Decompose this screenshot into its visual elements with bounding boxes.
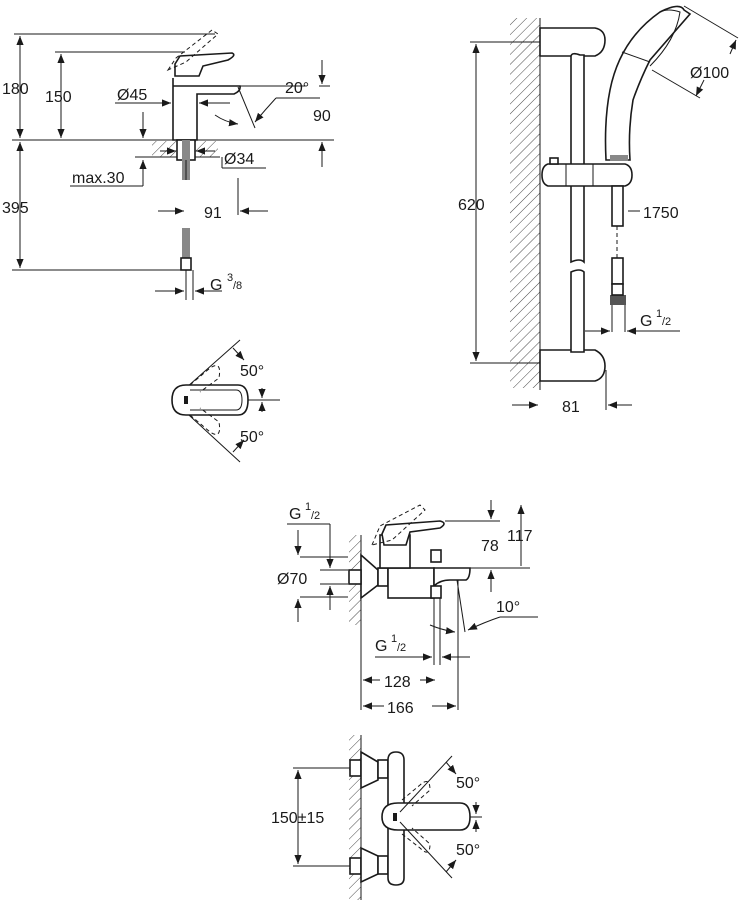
shower-rail-side-view [470, 5, 739, 410]
dim-head-diameter: Ø100 [690, 65, 729, 82]
wall-hatch [510, 18, 540, 388]
dim-total-height: 180 [2, 81, 29, 98]
bath-mixer-top-labels: 150±15 50° 50° [271, 775, 480, 859]
dim-below-deck: 395 [2, 200, 29, 217]
angle-up-label-bath: 50° [456, 775, 480, 792]
bath-mixer-labels: G 1 /2 Ø70 117 78 10° G 1 /2 128 166 [277, 501, 533, 717]
dim-connection-sup: 3 [227, 272, 233, 284]
dim-inlet-sup: 1 [305, 501, 311, 513]
dim-spout-angle: 20° [285, 80, 309, 97]
dim-rail-length: 620 [458, 197, 485, 214]
mixer-body [172, 78, 241, 141]
dim-inlet-connection: G [289, 506, 301, 523]
dim-wall-offset: 81 [562, 399, 580, 416]
dim-outlet-reach: 128 [384, 674, 411, 691]
bath-mixer-top-view [293, 735, 482, 900]
dim-lever-height: 117 [507, 528, 533, 545]
dim-spout-height: 150 [45, 89, 72, 106]
dim-reach: 91 [204, 205, 222, 222]
dim-inlet-sub: /2 [311, 510, 320, 522]
dim-spout-projection: 90 [313, 108, 331, 125]
dim-shower-connection-sub: /2 [662, 316, 671, 328]
shower-rail-labels: 620 Ø100 1750 G 1 /2 81 [458, 65, 729, 416]
dim-escutcheon-diameter: Ø70 [277, 571, 307, 588]
dim-max-deck: max.30 [72, 170, 125, 187]
bath-mixer-side-view [287, 500, 538, 710]
rail-slider [541, 163, 633, 187]
dim-spout-angle-bath: 10° [496, 599, 520, 616]
basin-mixer-labels: 180 150 Ø45 20° 90 Ø34 max.30 395 91 G 3… [2, 80, 331, 294]
dim-connection: G [210, 277, 222, 294]
dim-shower-connection-sup: 1 [656, 308, 662, 320]
dim-connection-sub: /8 [233, 280, 242, 292]
dim-body-diameter: Ø45 [117, 87, 147, 104]
dim-shank-diameter: Ø34 [224, 151, 254, 168]
dim-outlet-sub: /2 [397, 642, 406, 654]
dim-spout-height-bath: 78 [481, 538, 499, 555]
dim-hose-length: 1750 [643, 205, 679, 222]
basin-mixer-side-view [12, 29, 334, 300]
hand-shower [604, 5, 692, 161]
dim-spout-reach: 166 [387, 700, 414, 717]
dim-shower-connection: G [640, 313, 652, 330]
angle-up-label: 50° [240, 363, 264, 380]
lever-top-view [171, 339, 280, 463]
lever [174, 52, 235, 77]
dim-outlet-sup: 1 [391, 633, 397, 645]
dim-outlet-connection: G [375, 638, 387, 655]
dim-centres: 150±15 [271, 810, 324, 827]
angle-down-label: 50° [240, 429, 264, 446]
angle-down-label-bath: 50° [456, 842, 480, 859]
